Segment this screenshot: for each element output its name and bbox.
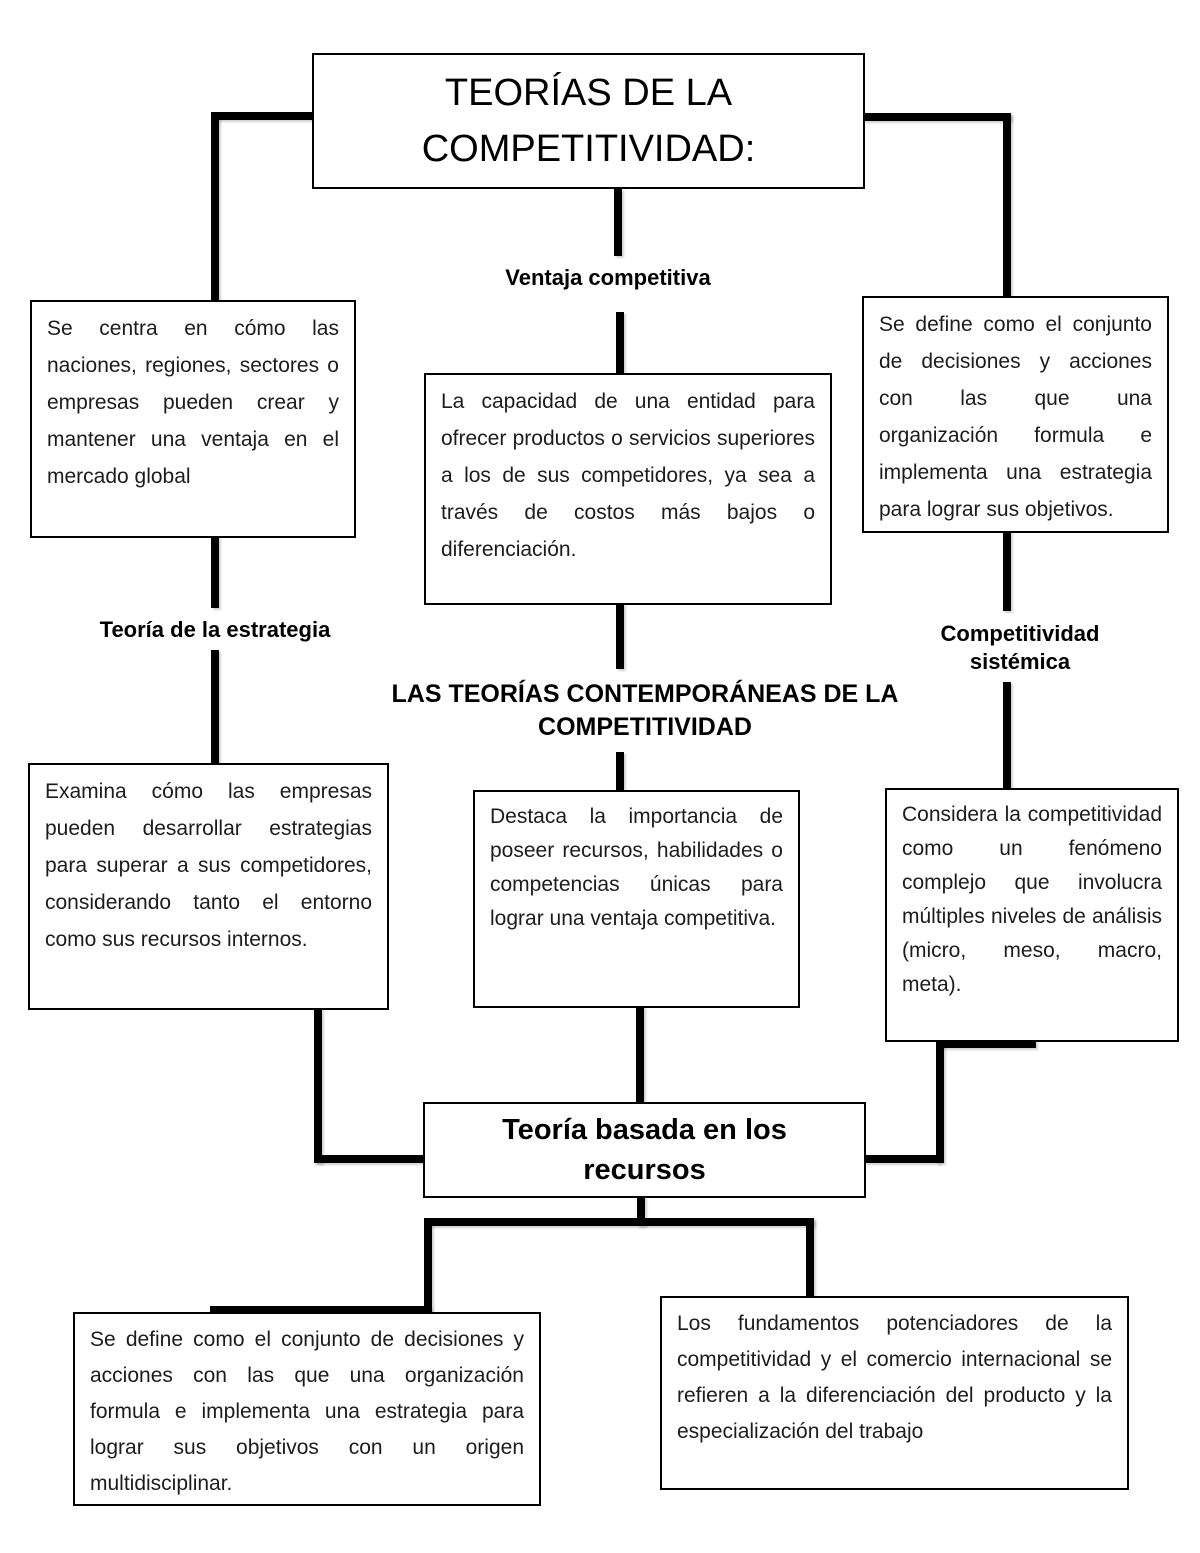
connector-left-col-v2 <box>211 650 219 765</box>
box-title: Teoría basada en los recursos <box>502 1114 787 1186</box>
connector-left-col-v1 <box>211 536 219 608</box>
connector-right-col-v1 <box>1003 531 1011 611</box>
title-box: TEORÍAS DE LA COMPETITIVIDAD: <box>312 53 865 189</box>
box-estrategia-definicion: Se define como el conjunto de decisiones… <box>862 296 1169 533</box>
box-ventaja-competitiva-definicion: La capacidad de una entidad para ofrecer… <box>424 373 832 605</box>
box-teoria-estrategia-descripcion: Examina cómo las empresas pueden desarro… <box>28 763 389 1010</box>
box-text: Los fundamentos potenciadores de la comp… <box>677 1312 1112 1443</box>
connector-bottom-right-v <box>806 1218 814 1298</box>
box-text: Se centra en cómo las naciones, regiones… <box>47 317 339 488</box>
connector-bottom-left-v <box>424 1218 432 1314</box>
connector-right-col-v2 <box>1003 682 1011 790</box>
box-text: Examina cómo las empresas pueden desarro… <box>45 780 372 951</box>
page-title: TEORÍAS DE LA COMPETITIVIDAD: <box>421 72 756 170</box>
box-teoria-basada-recursos: Teoría basada en los recursos <box>423 1102 866 1198</box>
connector-rightmid-elbow-h <box>864 1155 940 1163</box>
connector-center-col-v1 <box>616 603 624 669</box>
box-text: Se define como el conjunto de decisiones… <box>879 313 1152 521</box>
box-competitividad-sistemica-descripcion: Considera la competitividad como un fenó… <box>885 788 1179 1042</box>
connector-title-bottom-v1 <box>614 188 622 256</box>
connector-title-left-v <box>211 112 219 302</box>
connector-recursos-bottom-v <box>637 1196 645 1226</box>
connector-center-col-v2 <box>616 752 624 792</box>
box-text: Se define como el conjunto de decisiones… <box>90 1328 524 1495</box>
connector-bottomleft-top-h <box>210 1306 431 1312</box>
connector-title-left-h <box>215 112 315 120</box>
connector-title-right-v <box>1003 113 1011 298</box>
connector-title-right-h <box>863 113 1011 121</box>
box-definicion-multidisciplinar: Se define como el conjunto de decisiones… <box>73 1312 541 1506</box>
label-teorias-contemporaneas: LAS TEORÍAS CONTEMPORÁNEAS DE LA COMPETI… <box>391 680 899 741</box>
label-teoria-estrategia: Teoría de la estrategia <box>99 617 331 642</box>
connector-centermid-to-recursos-v <box>636 1006 644 1104</box>
connector-rightmid-top-h <box>939 1040 1036 1048</box>
connector-ventaja-to-box-v <box>616 312 624 375</box>
box-text: Considera la competitividad como un fenó… <box>902 803 1162 996</box>
connector-leftmid-elbow-v <box>314 1008 322 1163</box>
box-text: La capacidad de una entidad para ofrecer… <box>441 390 815 561</box>
box-text: Destaca la importancia de poseer recurso… <box>490 805 783 930</box>
connector-rightmid-elbow-v <box>936 1040 944 1163</box>
box-fundamentos-potenciadores: Los fundamentos potenciadores de la comp… <box>660 1296 1129 1490</box>
label-competitividad-sistemica: Competitividad sistémica <box>940 621 1100 674</box>
label-ventaja-competitiva: Ventaja competitiva <box>505 265 711 290</box>
connector-leftmid-elbow-h <box>314 1155 426 1163</box>
box-ventaja-definicion-global: Se centra en cómo las naciones, regiones… <box>30 300 356 538</box>
box-teoria-recursos-descripcion: Destaca la importancia de poseer recurso… <box>473 790 800 1008</box>
connector-bottom-split-h <box>424 1218 814 1226</box>
